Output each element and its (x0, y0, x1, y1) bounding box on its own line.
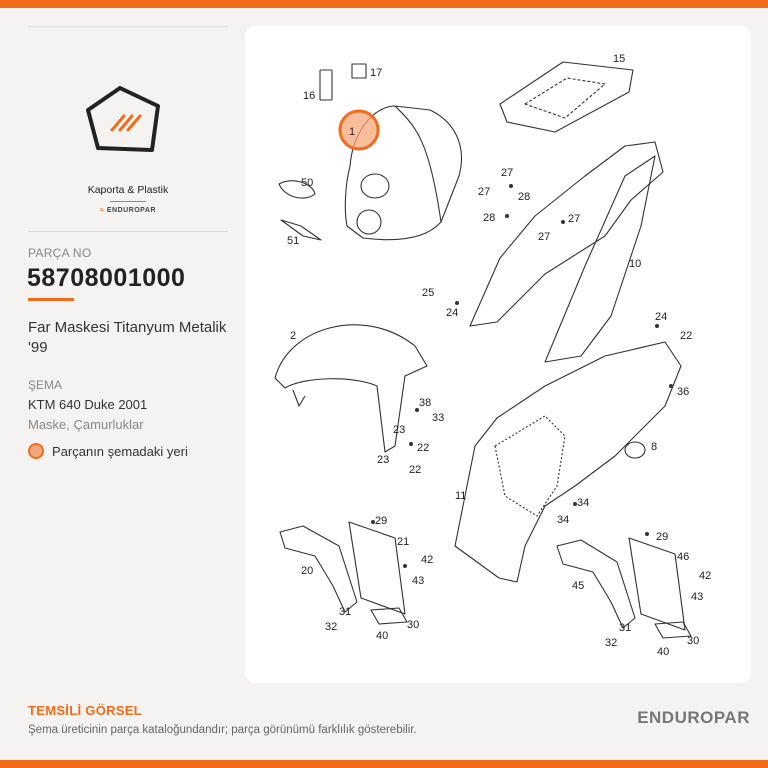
part-number-underline (28, 298, 74, 301)
callout: 40 (376, 630, 388, 642)
callout: 28 (518, 191, 530, 203)
category-label: Kaporta & Plastik (87, 184, 169, 196)
bottom-accent-bar (0, 760, 768, 768)
callout: 20 (301, 565, 313, 577)
callout: 33 (432, 412, 444, 424)
callout: 34 (577, 497, 589, 509)
callout: 43 (691, 591, 703, 603)
callout: 27 (478, 186, 490, 198)
callout: 16 (303, 90, 315, 102)
category-logo: Kaporta & Plastik ≈ ENDUROPAR (28, 60, 228, 230)
part-number: 58708001000 (27, 264, 186, 292)
brand-mark-icon: ≈ (100, 207, 105, 214)
callout: 15 (613, 53, 625, 65)
schema-label: ŞEMA (28, 378, 63, 392)
callout: 23 (377, 454, 389, 466)
divider (28, 231, 228, 232)
callout: 17 (370, 67, 382, 79)
callout: 22 (409, 464, 421, 476)
callout: 11 (455, 490, 466, 502)
callout: 40 (657, 646, 669, 658)
callout: 27 (501, 167, 513, 179)
callout: 46 (677, 551, 689, 563)
footer-note: Şema üreticinin parça kataloğundandır; p… (28, 724, 417, 736)
parts-diagram: 15 16 17 1 27 27 28 28 27 27 50 51 10 25… (274, 53, 711, 658)
callout: 43 (412, 575, 424, 587)
callout: 38 (419, 397, 431, 409)
callout: 42 (699, 570, 711, 582)
callout: 29 (656, 531, 668, 543)
callout: 32 (605, 637, 617, 649)
highlight-marker-icon (28, 443, 44, 459)
callout: 27 (568, 213, 580, 225)
schema-group: Maske, Çamurluklar (28, 417, 144, 432)
diagram-legend: Parçanın şemadaki yeri (28, 443, 188, 459)
callout: 50 (301, 177, 313, 189)
part-name: Far Maskesi Titanyum Metalik '99 (28, 319, 227, 356)
footer-brand: ENDUROPAR (637, 708, 750, 727)
parts-diagram-panel: 15 16 17 1 27 27 28 28 27 27 50 51 10 25… (245, 26, 751, 683)
callout: 23 (393, 424, 405, 436)
callout: 22 (417, 442, 429, 454)
callout: 31 (339, 606, 351, 618)
brand-logo-small: ≈ ENDUROPAR (28, 207, 228, 214)
callout: 22 (680, 330, 692, 342)
callout: 42 (421, 554, 433, 566)
callout: 30 (407, 619, 419, 631)
callout: 8 (651, 441, 657, 453)
callout: 1 (349, 126, 355, 138)
brand-small-text: ENDUROPAR (106, 207, 156, 214)
callout: 2 (290, 330, 296, 342)
top-accent-bar (0, 0, 768, 8)
callout: 25 (422, 287, 434, 299)
part-number-label: PARÇA NO (28, 246, 92, 260)
callout: 29 (375, 515, 387, 527)
callout: 32 (325, 621, 337, 633)
callout: 30 (687, 635, 699, 647)
callout: 24 (655, 311, 667, 323)
callout: 10 (629, 258, 641, 270)
callout: 24 (446, 307, 458, 319)
schema-model: KTM 640 Duke 2001 (28, 397, 148, 412)
divider (28, 26, 228, 27)
legend-text: Parçanın şemadaki yeri (52, 443, 188, 459)
callout: 36 (677, 386, 689, 398)
footer-title: TEMSİLİ GÖRSEL (28, 703, 142, 718)
callout: 31 (619, 622, 631, 634)
callout: 28 (483, 212, 495, 224)
callout: 45 (572, 580, 584, 592)
highlight-callout-1 (338, 109, 380, 151)
callout: 21 (397, 536, 409, 548)
bodywork-icon (86, 86, 160, 152)
callout: 27 (538, 231, 550, 243)
category-underline (110, 201, 146, 202)
callout: 51 (287, 235, 299, 247)
callout: 34 (557, 514, 569, 526)
